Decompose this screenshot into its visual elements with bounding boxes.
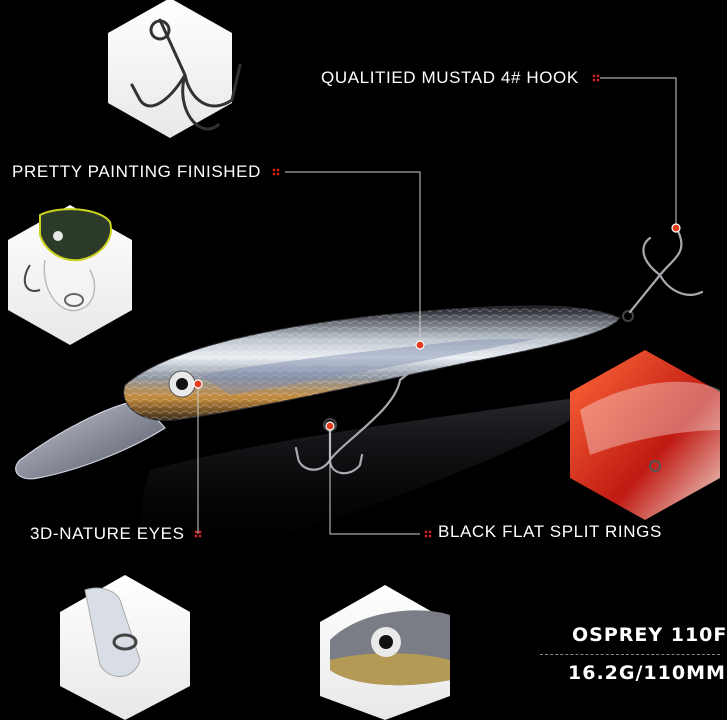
- callout-dot-painting: [415, 340, 425, 350]
- feature-label-hook: QUALITIED MUSTAD 4# HOOK: [321, 68, 579, 87]
- tail-treble-hook: [628, 224, 704, 314]
- feature-marker-hook: [592, 74, 600, 82]
- callout-dot-rings: [325, 421, 335, 431]
- hex-eye-detail: [320, 585, 450, 720]
- lure-scales: [123, 305, 620, 421]
- leader-hook: [600, 77, 677, 228]
- leader-rings: [329, 426, 420, 535]
- product-spec: 16.2G/110MM: [568, 662, 726, 684]
- hex-lip-detail: [60, 575, 190, 720]
- lure-eye-pupil: [176, 378, 188, 390]
- product-model: OSPREY 110F: [572, 624, 727, 646]
- hex-hook-detail: [108, 0, 242, 138]
- hex-head-detail: [8, 205, 132, 345]
- callout-dot-hook: [671, 223, 681, 233]
- tail-split-ring: [622, 310, 634, 322]
- feature-label-painting: PRETTY PAINTING FINISHED: [12, 162, 261, 181]
- lure-reflection: [140, 395, 610, 564]
- callout-dot-eyes: [193, 379, 203, 389]
- lure-lip: [15, 399, 166, 480]
- lure-holo-stripe: [200, 338, 540, 395]
- product-divider: [540, 654, 720, 655]
- feature-marker-rings: [424, 530, 432, 538]
- feature-label-eyes: 3D-NATURE EYES: [30, 524, 185, 543]
- feature-label-rings: BLACK FLAT SPLIT RINGS: [438, 522, 662, 541]
- leader-painting: [285, 171, 421, 345]
- lure: [15, 224, 704, 480]
- feature-marker-eyes: [194, 530, 202, 538]
- hook-icon: [130, 18, 242, 131]
- feature-marker-painting: [272, 168, 280, 176]
- hex-color-detail: [570, 350, 720, 520]
